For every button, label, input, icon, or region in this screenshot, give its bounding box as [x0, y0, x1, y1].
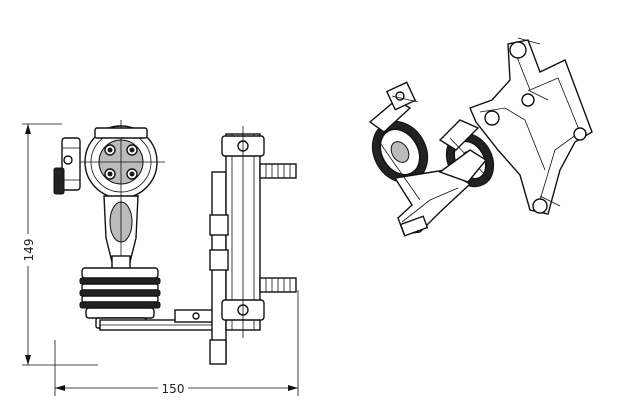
- pulley-head: [80, 120, 165, 205]
- side-knob: [53, 137, 81, 195]
- height-dimension-label: 149: [22, 239, 36, 262]
- bearing-stack: [79, 267, 161, 329]
- iso-pulley-left: [368, 81, 429, 184]
- mounting-plate: [209, 126, 265, 365]
- width-dimension: 150: [54, 290, 299, 396]
- base-bracket: [99, 309, 221, 331]
- arm-column: [103, 195, 139, 271]
- mounting-studs: [259, 163, 297, 293]
- width-dimension-label: 150: [162, 382, 185, 396]
- iso-base-arm: [377, 139, 488, 237]
- front-view: 149 150: [20, 120, 299, 396]
- iso-mounting-plate: [469, 37, 593, 215]
- height-dimension: 149: [20, 123, 98, 366]
- isometric-view: [368, 37, 593, 237]
